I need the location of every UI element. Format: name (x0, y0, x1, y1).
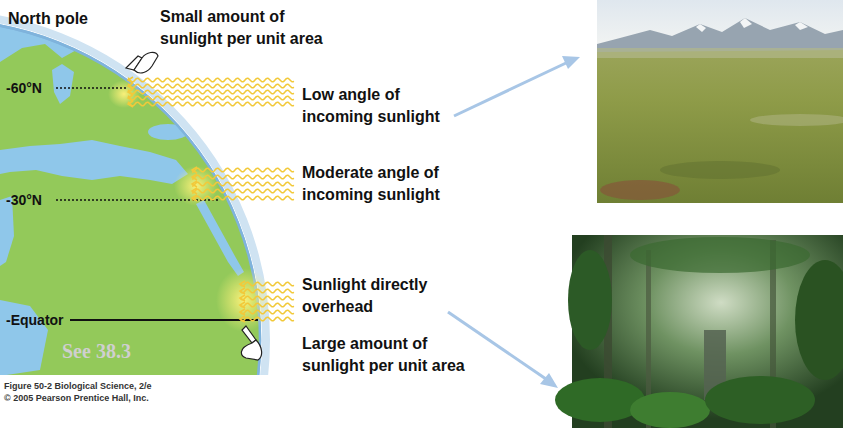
ray-head (192, 167, 197, 173)
pointer-arrow (448, 312, 558, 388)
sunlight-ray (240, 289, 294, 293)
ray-head (128, 77, 133, 83)
figure-credit: Figure 50-2 Biological Science, 2/e (4, 381, 152, 392)
sunlight-ray (240, 296, 294, 300)
callout-text: Large amount of sunlight per unit area (302, 333, 482, 377)
ray-head (240, 309, 245, 315)
ray-head (128, 101, 133, 107)
sunlight-ray (128, 96, 294, 100)
ray-head (192, 188, 197, 194)
sunlight-rays (128, 77, 294, 322)
sunlight-ray (192, 196, 294, 200)
pointing-hand (241, 326, 261, 360)
sunlight-ray (240, 317, 294, 321)
sunlight-ray (240, 303, 294, 307)
pointer-arrow (454, 56, 580, 116)
globe (0, 14, 320, 375)
sunlight-ray (128, 90, 294, 94)
ray-head (128, 83, 133, 89)
latitude-label: -60°N (6, 80, 42, 97)
sunlight-ray (192, 175, 294, 179)
ray-head (240, 316, 245, 322)
copyright-note: © 2005 Pearson Prentice Hall, Inc. (4, 393, 149, 404)
rainforest-photo (555, 235, 843, 428)
sunlight-ray (192, 168, 294, 172)
callout-text: Sunlight directly overhead (302, 274, 467, 318)
latitude-label: -Equator (6, 312, 64, 329)
tundra-photo (597, 0, 843, 203)
callout-text: Moderate angle of incoming sunlight (302, 162, 467, 206)
ray-head (240, 288, 245, 294)
watermark: See 38.3 (62, 340, 131, 362)
ray-head (128, 89, 133, 95)
callout-text: Small amount of sunlight per unit area (160, 6, 340, 50)
sunlight-ray (192, 189, 294, 193)
ray-head (192, 181, 197, 187)
sunlight-ray (240, 282, 294, 286)
ray-head (240, 281, 245, 287)
latitude-label: -30°N (6, 192, 42, 209)
equator-line (70, 319, 258, 321)
pole-label: North pole (8, 8, 88, 30)
sunlight-ray (128, 102, 294, 106)
sunlight-ray (128, 78, 294, 82)
callout-text: Low angle of incoming sunlight (302, 84, 467, 128)
ray-head (192, 195, 197, 201)
latitude-line (56, 87, 128, 89)
sunlight-ray (240, 310, 294, 314)
pointing-hand (126, 52, 158, 73)
ray-head (240, 302, 245, 308)
ray-head (240, 295, 245, 301)
ray-head (128, 95, 133, 101)
sunlight-ray (192, 182, 294, 186)
ray-head (192, 174, 197, 180)
sunlight-ray (128, 84, 294, 88)
